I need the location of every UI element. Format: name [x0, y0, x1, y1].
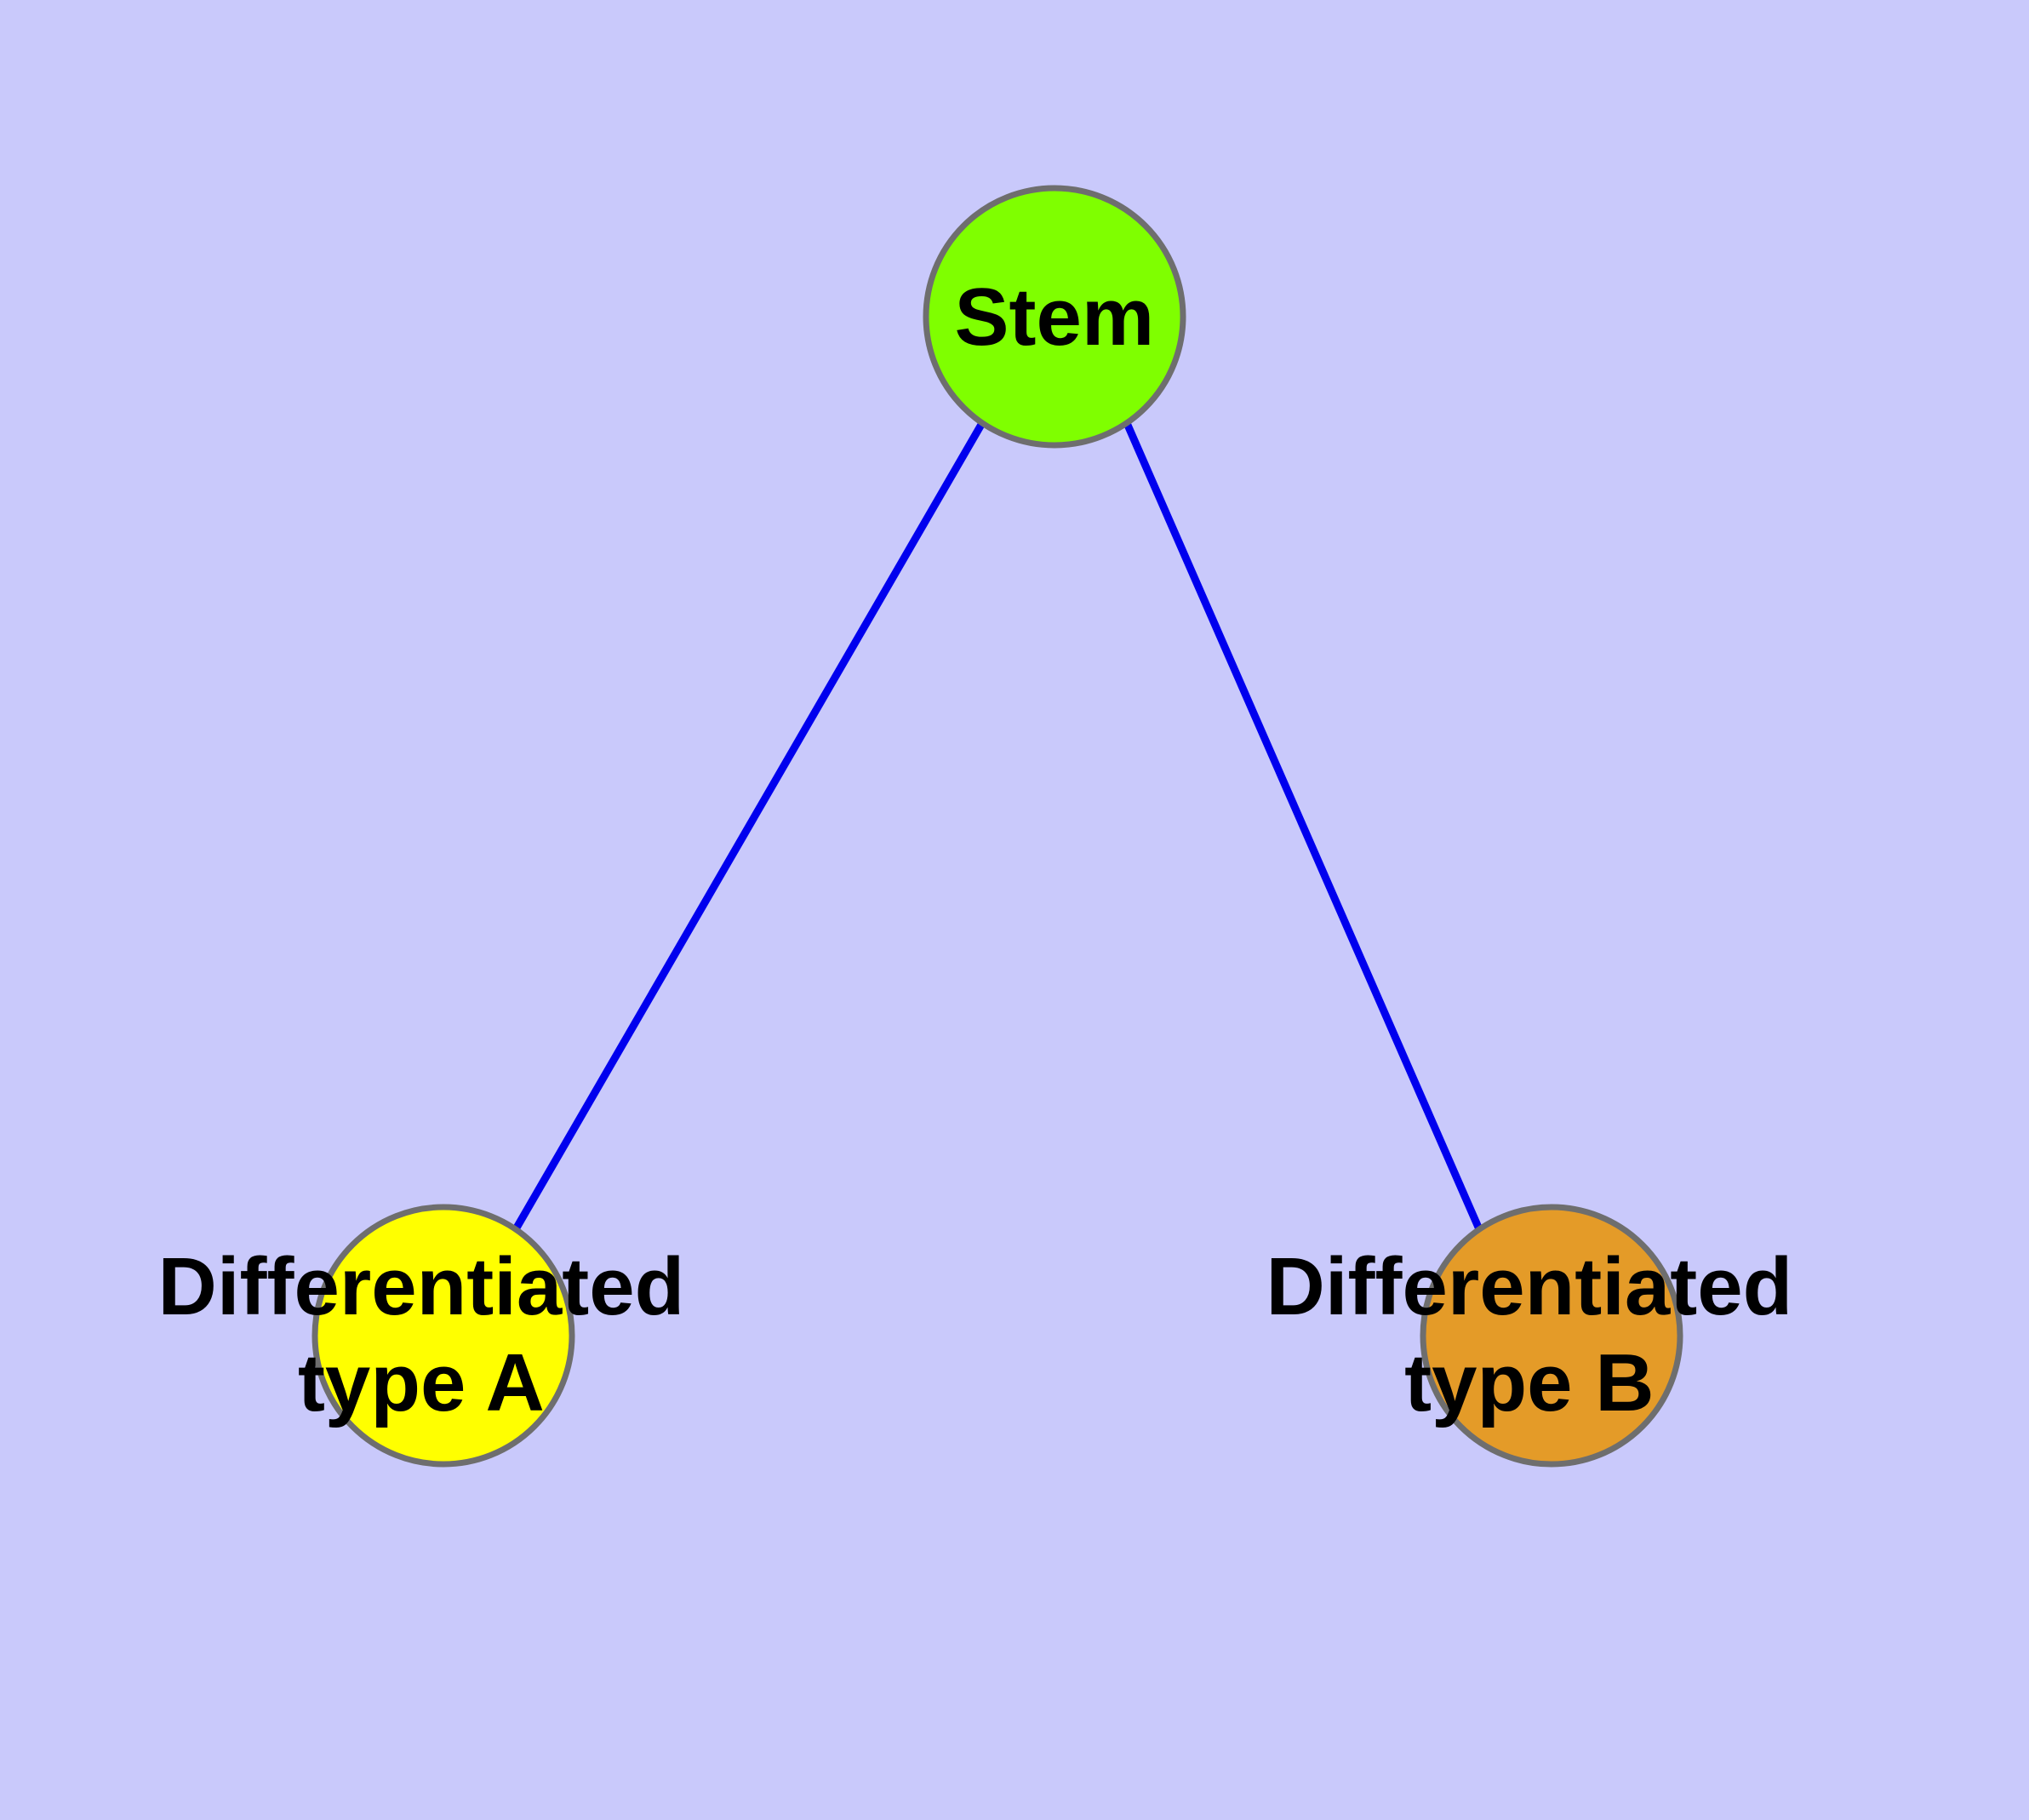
edges-layer [512, 421, 1483, 1232]
graph-edge-stem-to-diff-type-a[interactable] [512, 421, 986, 1232]
nodes-layer [311, 185, 1683, 1468]
graph-node-stem[interactable] [923, 185, 1186, 449]
graph-node-diff-type-a[interactable] [311, 1204, 575, 1468]
graph-edge-stem-to-diff-type-b[interactable] [1123, 421, 1483, 1231]
graph-node-diff-type-b[interactable] [1420, 1204, 1683, 1468]
